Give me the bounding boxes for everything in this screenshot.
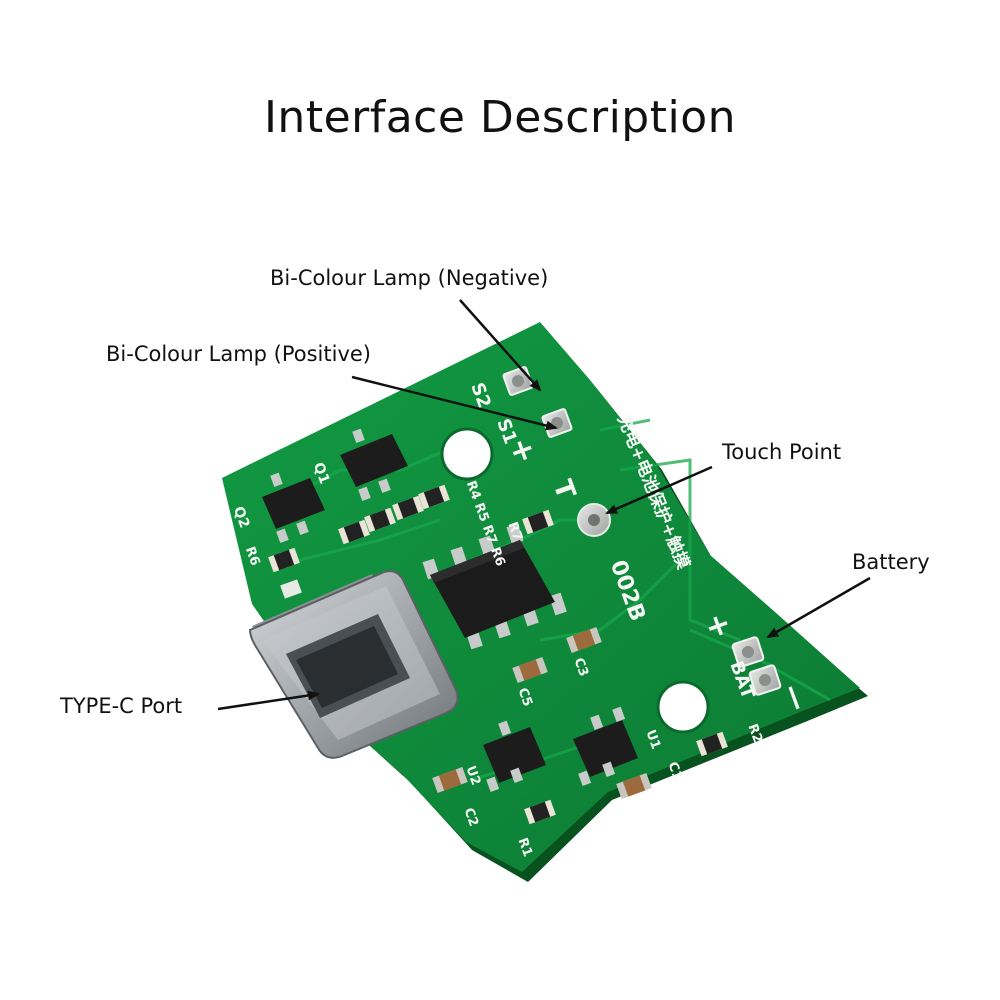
label-battery: Battery: [852, 550, 930, 574]
main-ic-chip: [422, 523, 567, 650]
silk-c1: C1: [664, 760, 684, 783]
ic-u1: [573, 706, 638, 786]
label-lamp-negative: Bi-Colour Lamp (Negative): [270, 266, 549, 290]
arrow-lamp-positive: [351, 375, 558, 431]
arrow-typec-port: [217, 690, 320, 711]
page-title: Interface Description: [263, 92, 737, 143]
mount-hole-bottom: [656, 680, 710, 734]
silk-u2: U2: [462, 764, 483, 788]
label-typec-port: TYPE-C Port: [60, 694, 183, 718]
silk-c2: C2: [460, 806, 480, 829]
silk-r1: R1: [514, 836, 535, 859]
silk-q1: Q1: [310, 460, 332, 486]
transistor-q1: [340, 428, 408, 502]
callout-arrows: [217, 299, 871, 711]
mount-hole-top: [440, 427, 494, 481]
silk-c5: C5: [514, 686, 534, 709]
label-lamp-positive: Bi-Colour Lamp (Positive): [106, 342, 372, 366]
label-touch-point: Touch Point: [722, 440, 842, 464]
arrow-touch-point: [605, 465, 713, 515]
silk-r7: R7: [504, 520, 525, 543]
silk-q2: Q2: [230, 504, 252, 530]
passive-components: [268, 484, 728, 825]
ic-u2: [483, 720, 546, 792]
battery-pads: [731, 636, 782, 696]
silk-u1: U1: [642, 728, 663, 752]
transistor-q2: [262, 472, 325, 544]
touch-point-pad: [577, 503, 611, 537]
arrow-battery: [766, 576, 871, 639]
arrow-lamp-negative: [459, 299, 542, 392]
silk-r2: R2: [744, 722, 765, 745]
silk-c3: C3: [570, 656, 590, 679]
silk-r6: R6: [242, 545, 263, 568]
